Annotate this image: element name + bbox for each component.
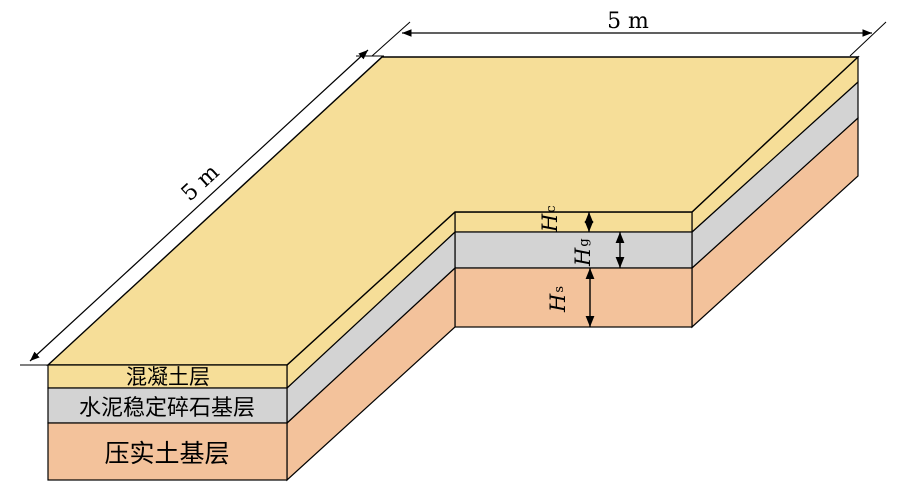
cement-thickness-label: Hg (571, 238, 595, 267)
cement-layer-front (47, 387, 288, 424)
soil-layer-front (47, 422, 288, 481)
side-length-label: 5 m (177, 160, 225, 207)
concrete-layer-label: 混凝土层 (126, 365, 210, 389)
soil-thickness-symbol: H (546, 293, 570, 313)
left-arm-side (286, 210, 456, 482)
top-width-label: 5 m (607, 9, 649, 34)
cement-base-layer-label: 水泥稳定碎石基层 (79, 396, 255, 421)
notch-front-face (454, 211, 693, 328)
concrete-thickness-subscript: c (544, 205, 559, 212)
cement-thickness-symbol: H (571, 247, 595, 267)
left-front-face (47, 364, 288, 481)
side-length-dimension-line (29, 49, 369, 362)
soil-layer-notch-front (454, 267, 693, 328)
top-width-extension-left (371, 21, 411, 57)
thickness-marker-concrete: Hc (538, 205, 594, 233)
thickness-marker-soil: Hs (546, 268, 595, 327)
thickness-marker-cement: Hg (571, 232, 625, 268)
top-width-extension-right (849, 21, 887, 57)
cement-thickness-subscript: g (577, 238, 592, 246)
concrete-thickness-label: Hc (538, 205, 562, 233)
concrete-thickness-symbol: H (538, 213, 562, 233)
top-width-dimension: 5 m (371, 9, 887, 57)
soil-base-layer-label: 压实土基层 (104, 439, 229, 468)
concrete-layer-notch-front (454, 211, 693, 233)
soil-thickness-subscript: s (552, 286, 567, 293)
soil-thickness-label: Hs (546, 286, 570, 313)
